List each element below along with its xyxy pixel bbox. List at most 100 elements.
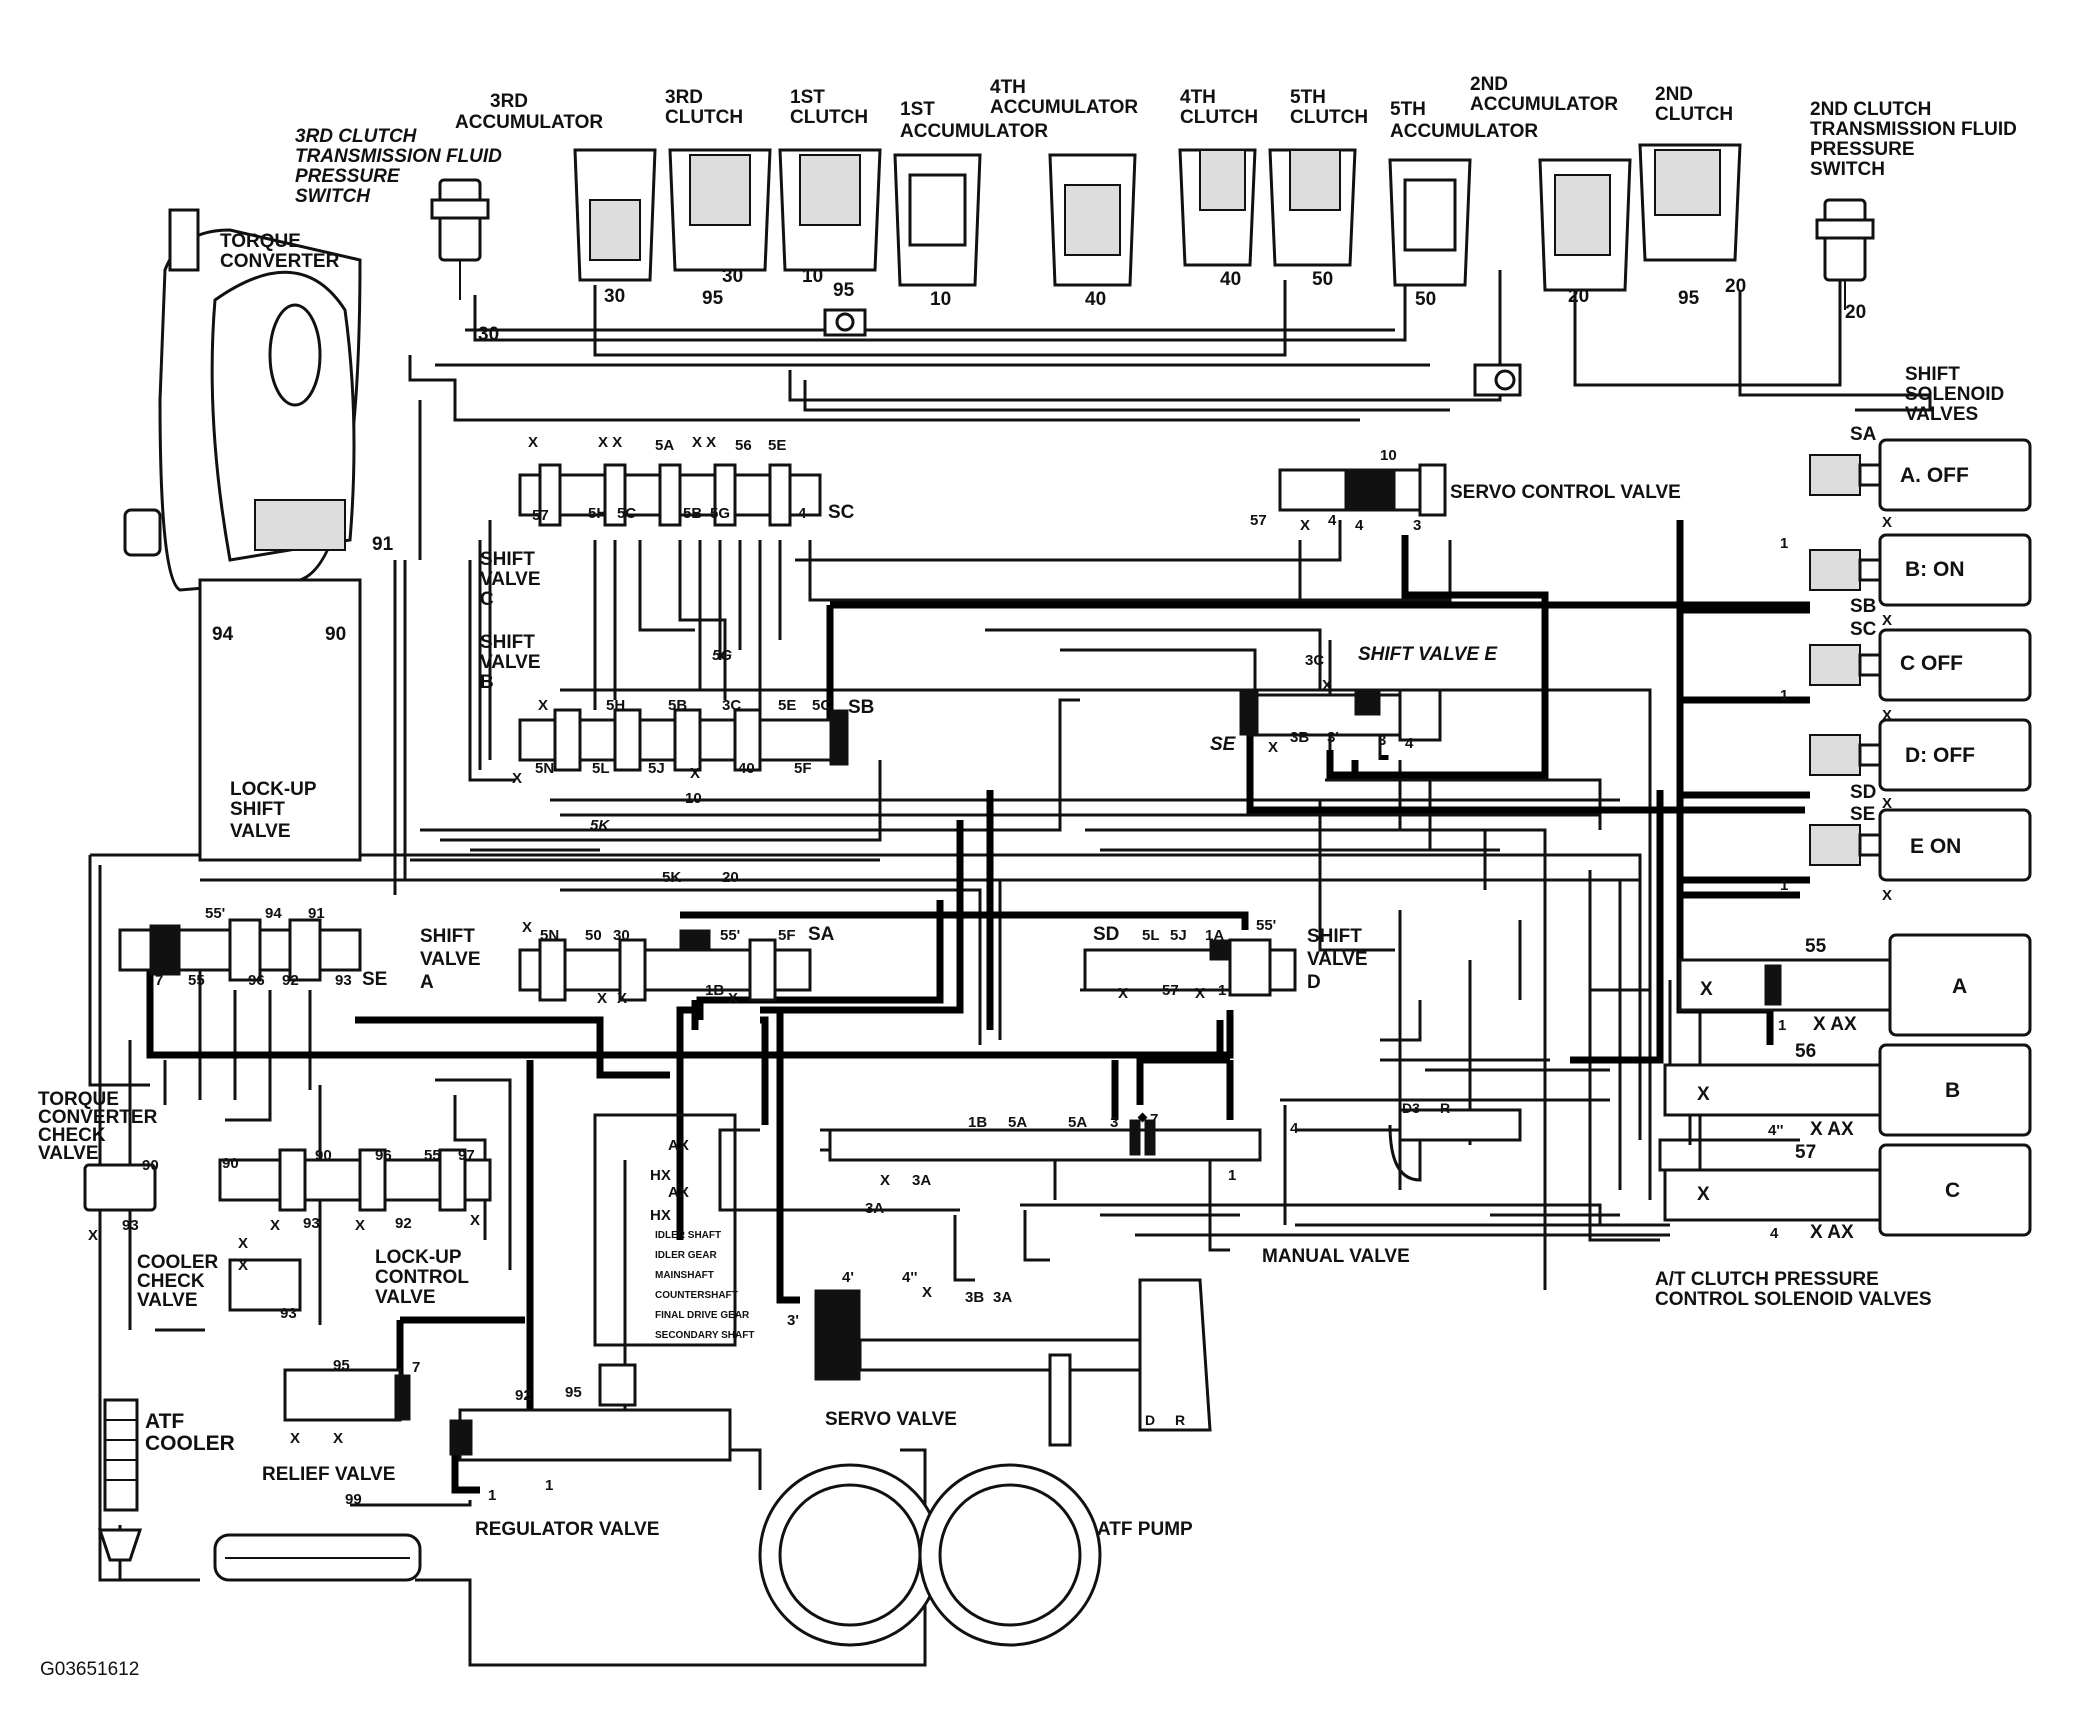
port-label: 5C xyxy=(812,697,831,714)
pressure-switch-2nd xyxy=(1815,198,1875,310)
port-label: X X xyxy=(692,434,716,451)
port-label: SE xyxy=(362,969,387,990)
clutch-solenoid-a-name: A xyxy=(1952,975,1967,998)
port-label: 4'' xyxy=(902,1269,917,1286)
port-label: X xyxy=(512,770,522,787)
port-label: 57 xyxy=(1162,982,1179,999)
port-label: 95 xyxy=(333,1357,350,1374)
port-label: 10 xyxy=(802,266,823,287)
port-label: 3A xyxy=(912,1172,931,1189)
port-label: 10 xyxy=(930,289,951,310)
shift-valve-e xyxy=(1239,688,1442,742)
port-label: 10 xyxy=(685,790,702,807)
port-label: 4 xyxy=(798,505,807,522)
port-label: 5K xyxy=(662,869,681,886)
port-label: X AX xyxy=(1813,1014,1857,1035)
port-label: 92 xyxy=(515,1387,532,1404)
port-label: 40 xyxy=(1085,289,1106,310)
port-label: 4' xyxy=(842,1269,854,1286)
legend-ax-1: AX xyxy=(668,1137,689,1154)
port-label: 95 xyxy=(565,1384,582,1401)
check-ball-2nd xyxy=(1473,363,1522,397)
port-label: 5F xyxy=(778,927,796,944)
port-label: 57 xyxy=(1250,512,1267,529)
port-label: X xyxy=(690,765,700,782)
port-label: 3 xyxy=(1378,732,1386,749)
port-label: X AX xyxy=(1810,1222,1854,1243)
solenoid-d-port: SD xyxy=(1850,782,1876,803)
label-regulator-valve: REGULATOR VALVE xyxy=(475,1519,659,1540)
port-label: X xyxy=(1882,887,1892,904)
solenoid-c-port: SC xyxy=(1850,619,1877,640)
port-label: 90 xyxy=(325,624,346,645)
clutch-4th xyxy=(1178,148,1257,267)
legend-countershaft: COUNTERSHAFT xyxy=(655,1290,738,1301)
port-label: X xyxy=(333,1430,343,1447)
port-label: X AX xyxy=(1810,1119,1854,1140)
port-label: 4 xyxy=(1770,1225,1779,1242)
solenoid-a-state: A. OFF xyxy=(1900,464,1969,487)
port-label: 40 xyxy=(1220,269,1241,290)
port-label: X xyxy=(238,1257,248,1274)
port-label: 3 xyxy=(1110,1114,1118,1131)
check-ball-1st xyxy=(823,308,867,337)
port-label: 1 xyxy=(488,1487,496,1504)
label-servo-valve: SERVO VALVE xyxy=(825,1409,957,1430)
port-label: X xyxy=(1700,979,1713,1000)
port-label: 5A xyxy=(1068,1114,1087,1131)
port-label: 30 xyxy=(613,927,630,944)
port-label: 55 xyxy=(424,1147,441,1164)
port-label: 5E xyxy=(768,437,786,454)
port-label: 1 xyxy=(1228,1167,1236,1184)
servo-control-valve xyxy=(1278,463,1447,517)
clutch-solenoid-a-port: 55 xyxy=(1805,936,1827,957)
pressure-switch-3rd xyxy=(430,178,490,300)
relief-valve xyxy=(283,1368,411,1422)
port-label: X xyxy=(597,990,607,1007)
solenoid-d-state: D: OFF xyxy=(1905,744,1975,767)
port-label: 1 xyxy=(1780,535,1788,552)
pressurized-passages xyxy=(146,520,1810,1494)
port-label: 3' xyxy=(787,1312,799,1329)
port-label: X xyxy=(270,1217,280,1234)
port-label: 5J xyxy=(648,760,665,777)
clutch-solenoid-b-port: 56 xyxy=(1795,1041,1816,1062)
label-servo-control-valve: SERVO CONTROL VALVE xyxy=(1450,482,1681,503)
shift-valve-a xyxy=(518,929,812,1002)
port-label: X xyxy=(1697,1084,1710,1105)
legend-idler-gear: IDLER GEAR xyxy=(655,1250,717,1261)
legend-final-drive-gear: FINAL DRIVE GEAR xyxy=(655,1310,750,1321)
accumulator-4th xyxy=(1048,153,1137,287)
port-label: 90 xyxy=(142,1157,159,1174)
port-label: 56 xyxy=(735,437,752,454)
port-label: 1 xyxy=(1778,1017,1786,1034)
lockup-control-valve xyxy=(218,1148,492,1212)
port-label: 3A xyxy=(993,1289,1012,1306)
solenoid-states: SA A. OFF SB B: ON SC C OFF SD D: OFF SE… xyxy=(1850,424,1975,858)
port-label: 1 xyxy=(1218,982,1226,999)
port-label: X xyxy=(1882,795,1892,812)
clutch-5th xyxy=(1268,148,1357,267)
port-label: 20 xyxy=(1845,302,1866,323)
port-label: X xyxy=(528,434,538,451)
port-label: R xyxy=(1175,1412,1185,1428)
port-label: X xyxy=(290,1430,300,1447)
solenoid-b-port: SB xyxy=(1850,596,1876,617)
port-label: X xyxy=(617,990,627,1007)
port-label: SA xyxy=(808,924,835,945)
port-label: 3' xyxy=(1327,729,1339,746)
port-label: X xyxy=(1118,985,1128,1002)
port-label: 5N xyxy=(535,760,554,777)
port-label: SE xyxy=(1210,734,1237,755)
port-label: 50 xyxy=(1415,289,1436,310)
